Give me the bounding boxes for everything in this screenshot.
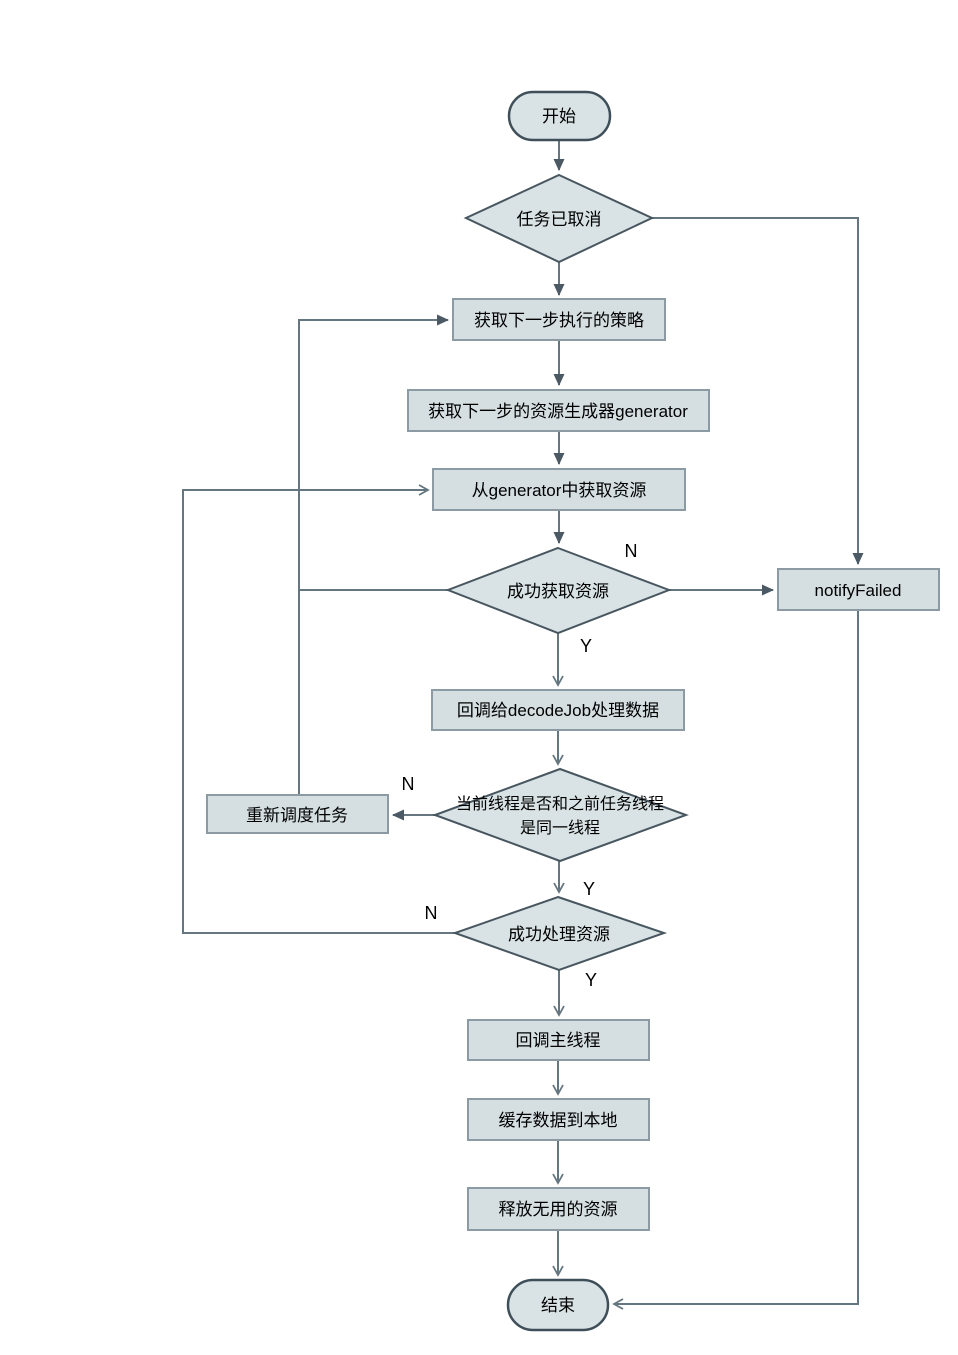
reschedule-task-rect-shape <box>206 794 389 834</box>
edge-process-success-no-loop-to-fetch-from-generator <box>182 484 455 934</box>
get-strategy-label: 获取下一步执行的策略 <box>474 311 644 330</box>
end-label: 结束 <box>541 1296 575 1315</box>
edges-layer <box>182 140 864 1310</box>
node-release-unused-resources: 释放无用的资源 <box>467 1187 650 1231</box>
callback-main-thread-label: 回调主线程 <box>516 1031 601 1050</box>
node-task-cancelled: 任务已取消 <box>463 173 655 264</box>
node-end: 结束 <box>506 1278 610 1332</box>
process-success-label: 成功处理资源 <box>508 925 610 944</box>
edge-label-same-thread-no: N <box>402 774 415 794</box>
node-fetch-success: 成功获取资源 <box>445 546 672 635</box>
node-cache-data-local: 缓存数据到本地 <box>467 1098 650 1141</box>
node-callback-main-thread: 回调主线程 <box>467 1019 650 1061</box>
start-label: 开始 <box>542 107 576 126</box>
reschedule-task-label: 重新调度任务 <box>246 806 348 825</box>
callback-main-thread-rect-shape <box>467 1019 650 1061</box>
edge-task-cancelled-to-notify-failed <box>652 217 864 565</box>
node-get-generator: 获取下一步的资源生成器generator <box>407 389 710 432</box>
end-terminal-shape <box>506 1278 610 1332</box>
release-unused-resources-label: 释放无用的资源 <box>499 1200 618 1219</box>
fetch-success-diamond-shape <box>445 546 672 635</box>
edge-label-process-success-no: N <box>425 903 438 923</box>
nodes-layer: 开始 任务已取消 获取下一步执行的策略 获取下一步的资源生成器generator… <box>206 90 940 1332</box>
node-same-thread: 当前线程是否和之前任务线程 是同一线程 <box>432 767 689 863</box>
edge-label-same-thread-yes: Y <box>583 879 595 899</box>
start-terminal-shape <box>507 90 612 142</box>
node-fetch-from-generator: 从generator中获取资源 <box>432 468 686 511</box>
node-get-strategy: 获取下一步执行的策略 <box>452 298 666 341</box>
node-start: 开始 <box>507 90 612 142</box>
fetch-from-generator-rect-shape <box>432 468 686 511</box>
same-thread-diamond-shape <box>432 767 689 863</box>
fetch-success-label: 成功获取资源 <box>507 582 609 601</box>
same-thread-label-line2: 是同一线程 <box>520 819 600 837</box>
notify-failed-rect-shape <box>777 568 940 611</box>
edge-label-fetch-success-no: N <box>625 541 638 561</box>
get-strategy-rect-shape <box>452 298 666 341</box>
release-unused-resources-rect-shape <box>467 1187 650 1231</box>
get-generator-rect-shape <box>407 389 710 432</box>
node-callback-decodejob: 回调给decodeJob处理数据 <box>431 689 685 731</box>
process-success-diamond-shape <box>451 895 668 972</box>
edge-labels-layer: N Y N Y N Y <box>402 541 638 990</box>
node-process-success: 成功处理资源 <box>451 895 668 972</box>
cache-data-local-label: 缓存数据到本地 <box>499 1111 618 1130</box>
edge-label-fetch-success-yes: Y <box>580 636 592 656</box>
cache-data-local-rect-shape <box>467 1098 650 1141</box>
edge-label-process-success-yes: Y <box>585 970 597 990</box>
same-thread-label-line1: 当前线程是否和之前任务线程 <box>456 795 664 813</box>
edge-notify-failed-to-end <box>612 610 859 1310</box>
task-cancelled-label: 任务已取消 <box>517 210 602 229</box>
task-cancelled-diamond-shape <box>463 173 655 264</box>
notify-failed-label: notifyFailed <box>815 581 902 600</box>
edge-reschedule-loop-to-get-strategy <box>298 314 449 795</box>
fetch-from-generator-label: 从generator中获取资源 <box>472 481 647 500</box>
node-notify-failed: notifyFailed <box>777 568 940 611</box>
node-reschedule-task: 重新调度任务 <box>206 794 389 834</box>
callback-decodejob-rect-shape <box>431 689 685 731</box>
callback-decodejob-label: 回调给decodeJob处理数据 <box>457 701 659 720</box>
get-generator-label: 获取下一步的资源生成器generator <box>428 402 688 421</box>
